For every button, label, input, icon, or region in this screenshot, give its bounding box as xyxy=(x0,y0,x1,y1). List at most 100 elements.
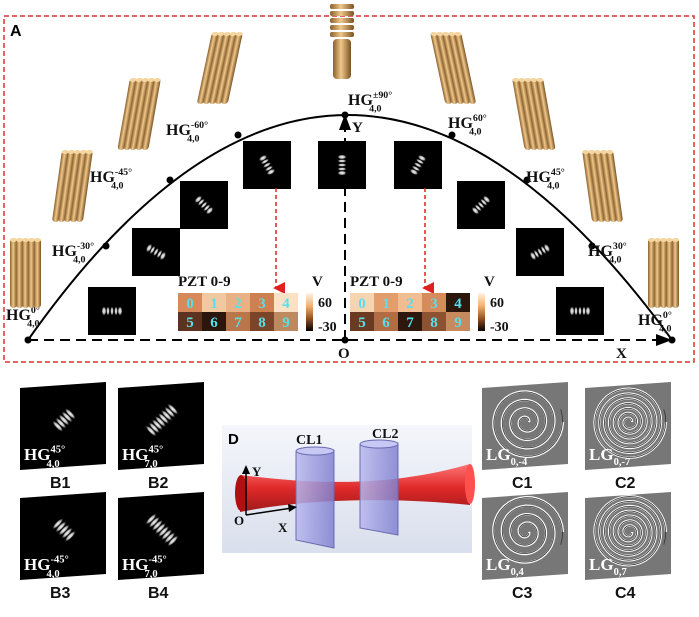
panel-b-sublabel: B3 xyxy=(50,585,71,602)
mode-label-0-left-sub: 4,0 xyxy=(27,318,39,329)
intensity-thumbnail-6 xyxy=(394,141,442,189)
panel-c3: LG0,4C3 xyxy=(482,492,568,602)
mode-label-0-left-base: HG xyxy=(6,307,31,324)
pzt-cell-4 xyxy=(274,293,298,312)
cylindrical-lens-1 xyxy=(295,449,335,549)
panel-c4: LG0,7C4 xyxy=(585,492,671,602)
pzt-cell-label: 8 xyxy=(258,315,266,331)
pzt-unit: V xyxy=(312,274,323,290)
pillar-group-9 xyxy=(648,238,679,308)
pzt-cell-0 xyxy=(350,293,374,312)
pzt-cell-8 xyxy=(250,312,274,331)
d-axis-y-label: Y xyxy=(252,464,262,479)
pzt-cell-label: 1 xyxy=(210,296,218,312)
panel-b-sublabel: B1 xyxy=(50,475,71,492)
origin-dot xyxy=(341,336,349,344)
pzt-cell-2 xyxy=(398,293,422,312)
pillar-group-8 xyxy=(582,150,623,222)
mode-label-m30-base: HG xyxy=(52,243,77,260)
c-mode-label-1: LG0,-4 xyxy=(486,445,528,468)
c-mode-label-4-base: LG xyxy=(589,555,614,574)
pzt-cell-1 xyxy=(202,293,226,312)
b-mode-label-3: HG-45° 4,0 xyxy=(24,554,69,579)
mode-label-p30-sup: 30° xyxy=(613,241,627,252)
intensity-thumbnails xyxy=(88,141,604,335)
pzt-color-scale xyxy=(478,293,485,331)
b-mode-label-3-sub: 4,0 xyxy=(46,569,59,580)
x-axis-label: X xyxy=(616,346,627,362)
mode-label-0-left-sup: 0° xyxy=(31,305,40,316)
b-mode-label-4-base: HG xyxy=(122,555,148,574)
pillar-group-5 xyxy=(330,4,354,79)
pzt-cell-label: 4 xyxy=(454,296,462,312)
pzt-scale-min: -30 xyxy=(490,320,509,335)
mode-label-m45: HG-45°4,0 xyxy=(90,167,132,192)
mode-label-0-right: HG0°4,0 xyxy=(638,310,672,335)
beam-exit xyxy=(465,464,475,504)
pzt-color-scale xyxy=(306,293,313,331)
pzt-cell-7 xyxy=(226,312,250,331)
b-mode-label-1-sub: 4,0 xyxy=(46,459,59,470)
origin-label: O xyxy=(338,346,350,362)
mode-label-m60-sup: -60° xyxy=(191,120,208,131)
b-mode-label-1: HG45°4,0 xyxy=(24,444,65,469)
b-mode-label-1-base: HG xyxy=(24,445,50,464)
panel-b1: HG45°4,0B1 xyxy=(20,382,106,492)
b-mode-label-2: HG45°7,0 xyxy=(122,444,163,469)
panel-c-sublabel: C1 xyxy=(512,475,533,492)
pzt-cell-label: 3 xyxy=(430,296,438,312)
mode-label-0-left: HG0° 4,0 xyxy=(6,305,40,330)
c-mode-label-3: LG0,4 xyxy=(486,555,524,578)
mode-label-m30-sup: -30° xyxy=(77,241,94,252)
pzt-cell-label: 3 xyxy=(258,296,266,312)
pzt-cell-4 xyxy=(446,293,470,312)
pzt-cell-label: 9 xyxy=(454,315,462,331)
intensity-thumbnail-5 xyxy=(318,141,366,189)
pillar-groups xyxy=(10,4,679,308)
mode-label-p60-sup: 60° xyxy=(473,113,487,124)
pzt-cell-8 xyxy=(422,312,446,331)
panel-b3: HG-45° 4,0B3 xyxy=(20,492,106,602)
panel-b: HG45°4,0B1HG45°7,0B2HG-45°4,0B3HG-45°7,0… xyxy=(20,382,204,602)
panel-c-sublabel: C4 xyxy=(615,585,636,602)
pzt-cell-3 xyxy=(422,293,446,312)
pzt-scale-max: 60 xyxy=(318,296,332,311)
pzt-cell-label: 0 xyxy=(358,296,366,312)
c-mode-label-1-sub: 0,-4 xyxy=(511,457,528,468)
c-mode-label-4-sub: 0,7 xyxy=(614,567,628,578)
pillar-group-3 xyxy=(117,78,161,150)
pzt-cell-5 xyxy=(350,312,374,331)
mode-label-p60-base: HG xyxy=(448,115,473,132)
mode-label-m45-base: HG xyxy=(90,169,115,186)
pzt-cell-label: 7 xyxy=(406,315,414,331)
b-mode-label-4-sub: 7,0 xyxy=(144,569,157,580)
beam-cross-section xyxy=(235,475,247,511)
d-axis-x-label: X xyxy=(278,520,288,535)
mode-label-p45-sub: 4,0 xyxy=(547,180,559,191)
pzt-cell-2 xyxy=(226,293,250,312)
b-mode-label-4: HG-45°7,0 xyxy=(122,554,167,579)
pzt-cell-5 xyxy=(178,312,202,331)
pzt-cell-label: 2 xyxy=(406,296,414,312)
panel-c-sublabel: C3 xyxy=(512,585,533,602)
mode-label-p45-base: HG xyxy=(526,169,551,186)
b-mode-label-3-base: HG xyxy=(24,555,50,574)
mode-label-p60-sub: 4,0 xyxy=(469,126,481,137)
c-mode-label-4: LG0,7 xyxy=(589,555,627,578)
mode-label-p45-sup: 45° xyxy=(551,167,565,178)
x-axis-arrowhead xyxy=(656,334,672,346)
pzt-cell-label: 6 xyxy=(210,315,218,331)
b-mode-label-2-sup: 45° xyxy=(148,444,163,455)
c-mode-label-2-base: LG xyxy=(589,445,614,464)
pzt-cell-7 xyxy=(398,312,422,331)
pzt-cell-label: 7 xyxy=(234,315,242,331)
mode-label-pm90-base: HG xyxy=(348,92,373,109)
pzt-cell-label: 0 xyxy=(186,296,194,312)
b-mode-label-3-sup: -45° xyxy=(50,554,68,565)
pzt-title: PZT 0-9 xyxy=(178,274,231,290)
pillar-group-6 xyxy=(430,32,476,104)
pzt-cell-6 xyxy=(374,312,398,331)
pzt-cell-6 xyxy=(202,312,226,331)
